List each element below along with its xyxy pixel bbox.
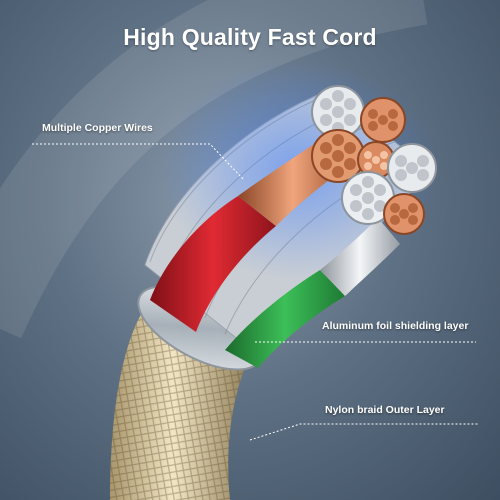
red-insulated-wire (150, 196, 276, 332)
wire-end-copper-left (311, 129, 365, 183)
nylon-callout-line (249, 423, 478, 441)
page-title: High Quality Fast Cord (123, 24, 377, 50)
copper-callout-line (32, 143, 245, 181)
wire-end-silver-front (341, 171, 395, 225)
foil-shield-label: Aluminum foil shielding layer (322, 320, 469, 332)
wire-end-silver-right (387, 143, 437, 193)
copper-wires-label: Multiple Copper Wires (42, 122, 153, 134)
nylon-braid-label: Nylon braid Outer Layer (325, 404, 445, 416)
wire-end-copper-front (383, 193, 425, 235)
green-insulated-wire (225, 270, 345, 368)
wire-end-copper-top (360, 97, 406, 143)
